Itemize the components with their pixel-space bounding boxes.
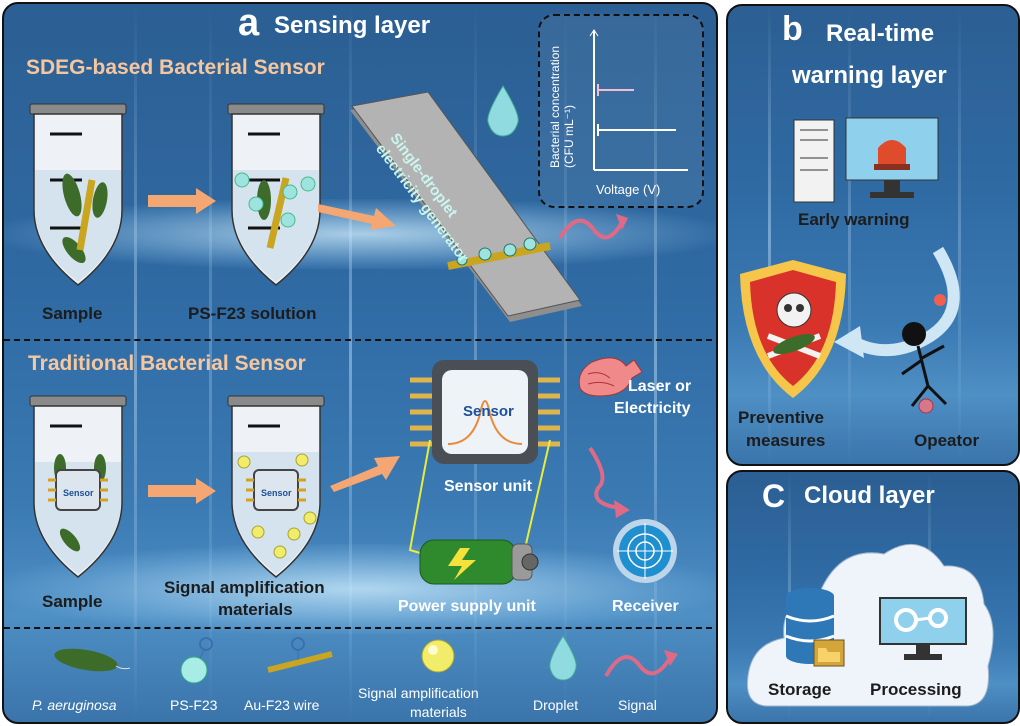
processing-monitor-icon bbox=[879, 597, 967, 660]
arrow-to-generator bbox=[318, 204, 396, 230]
legend-au-wire-icon bbox=[267, 637, 333, 673]
legend-droplet-icon bbox=[549, 635, 577, 681]
legend-amp-2: materials bbox=[410, 704, 467, 720]
legend-ps-f23: PS-F23 bbox=[170, 697, 218, 713]
receiver-icon bbox=[613, 519, 677, 583]
inset-axes bbox=[589, 29, 688, 171]
panel-b-letter: b bbox=[782, 10, 803, 48]
legend-signal-icon bbox=[604, 650, 678, 677]
panel-a-title: Sensing layer bbox=[274, 12, 431, 39]
tube-chip-text-1: Sensor bbox=[63, 488, 94, 498]
sensor-unit-chip bbox=[410, 360, 560, 464]
ps-f23-solution-label: PS-F23 solution bbox=[188, 304, 317, 323]
cloud-shape bbox=[746, 544, 994, 707]
droplet-generator-plate bbox=[350, 91, 582, 322]
ps-f23-tube bbox=[227, 103, 325, 286]
early-warning-label: Early warning bbox=[798, 210, 910, 229]
traditional-heading: Traditional Bacterial Sensor bbox=[28, 352, 306, 375]
shield-skull-icon bbox=[740, 260, 846, 398]
legend-au-wire: Au-F23 wire bbox=[244, 697, 320, 713]
panel-c-title: Cloud layer bbox=[804, 482, 935, 509]
inset-xlabel: Voltage (V) bbox=[596, 182, 661, 197]
storage-label: Storage bbox=[768, 680, 832, 699]
amplification-label-1: Signal amplification bbox=[164, 578, 325, 597]
sensor-unit-label: Sensor unit bbox=[444, 478, 533, 495]
panel-warning-layer bbox=[726, 4, 1020, 466]
legend-amp-sphere-icon bbox=[421, 639, 455, 673]
arrow-traditional-2 bbox=[330, 456, 400, 492]
separator-lower bbox=[4, 627, 712, 629]
legend-p-aeruginosa: P. aeruginosa bbox=[32, 697, 117, 713]
signal-arrow-traditional bbox=[588, 446, 630, 518]
sensor-chip-text: Sensor bbox=[463, 403, 514, 420]
storage-database-icon bbox=[785, 588, 845, 667]
panel-a-letter: a bbox=[238, 2, 260, 44]
inset-graph bbox=[538, 14, 704, 208]
legend-ps-f23-icon bbox=[180, 637, 213, 684]
legend-droplet: Droplet bbox=[533, 697, 579, 713]
legend-bacterium-icon bbox=[54, 648, 131, 672]
sample-tube-sdeg bbox=[29, 103, 127, 286]
sdeg-sample-label: Sample bbox=[42, 304, 103, 323]
inset-ylabel: Bacterial concentration (CFU mL⁻¹) bbox=[548, 45, 576, 168]
laser-label-1: Laser or bbox=[628, 378, 692, 395]
arrow-traditional-1 bbox=[148, 478, 216, 504]
processing-label: Processing bbox=[870, 680, 962, 699]
amplification-label-2: materials bbox=[218, 600, 293, 619]
traditional-sample-label: Sample bbox=[42, 592, 103, 611]
legend-amp-1: Signal amplification bbox=[358, 685, 479, 701]
separator-upper bbox=[4, 339, 712, 341]
droplet-icon bbox=[487, 85, 519, 137]
sdeg-heading: SDEG-based Bacterial Sensor bbox=[26, 56, 325, 79]
receiver-label: Receiver bbox=[612, 598, 679, 615]
preventive-label-2: measures bbox=[746, 431, 826, 450]
battery-icon bbox=[419, 539, 539, 585]
panel-b-title-2: warning layer bbox=[792, 62, 947, 89]
operator-figure bbox=[901, 294, 948, 414]
tube-chip-text-2: Sensor bbox=[261, 488, 292, 498]
laser-label-2: Electricity bbox=[614, 400, 691, 417]
laser-icon bbox=[578, 357, 643, 397]
legend-signal: Signal bbox=[618, 697, 657, 713]
panel-c-letter: C bbox=[762, 478, 786, 514]
preventive-label-1: Preventive bbox=[738, 408, 824, 427]
computer-alarm-icon bbox=[793, 117, 939, 203]
amplification-tube bbox=[227, 395, 325, 578]
sample-tube-traditional bbox=[29, 395, 127, 578]
operator-label: Opeator bbox=[914, 431, 980, 450]
power-supply-label: Power supply unit bbox=[398, 598, 536, 615]
panel-b-title-1: Real-time bbox=[826, 20, 935, 47]
arrow-sample-to-solution bbox=[148, 188, 216, 214]
signal-arrow-sdeg bbox=[558, 214, 628, 240]
